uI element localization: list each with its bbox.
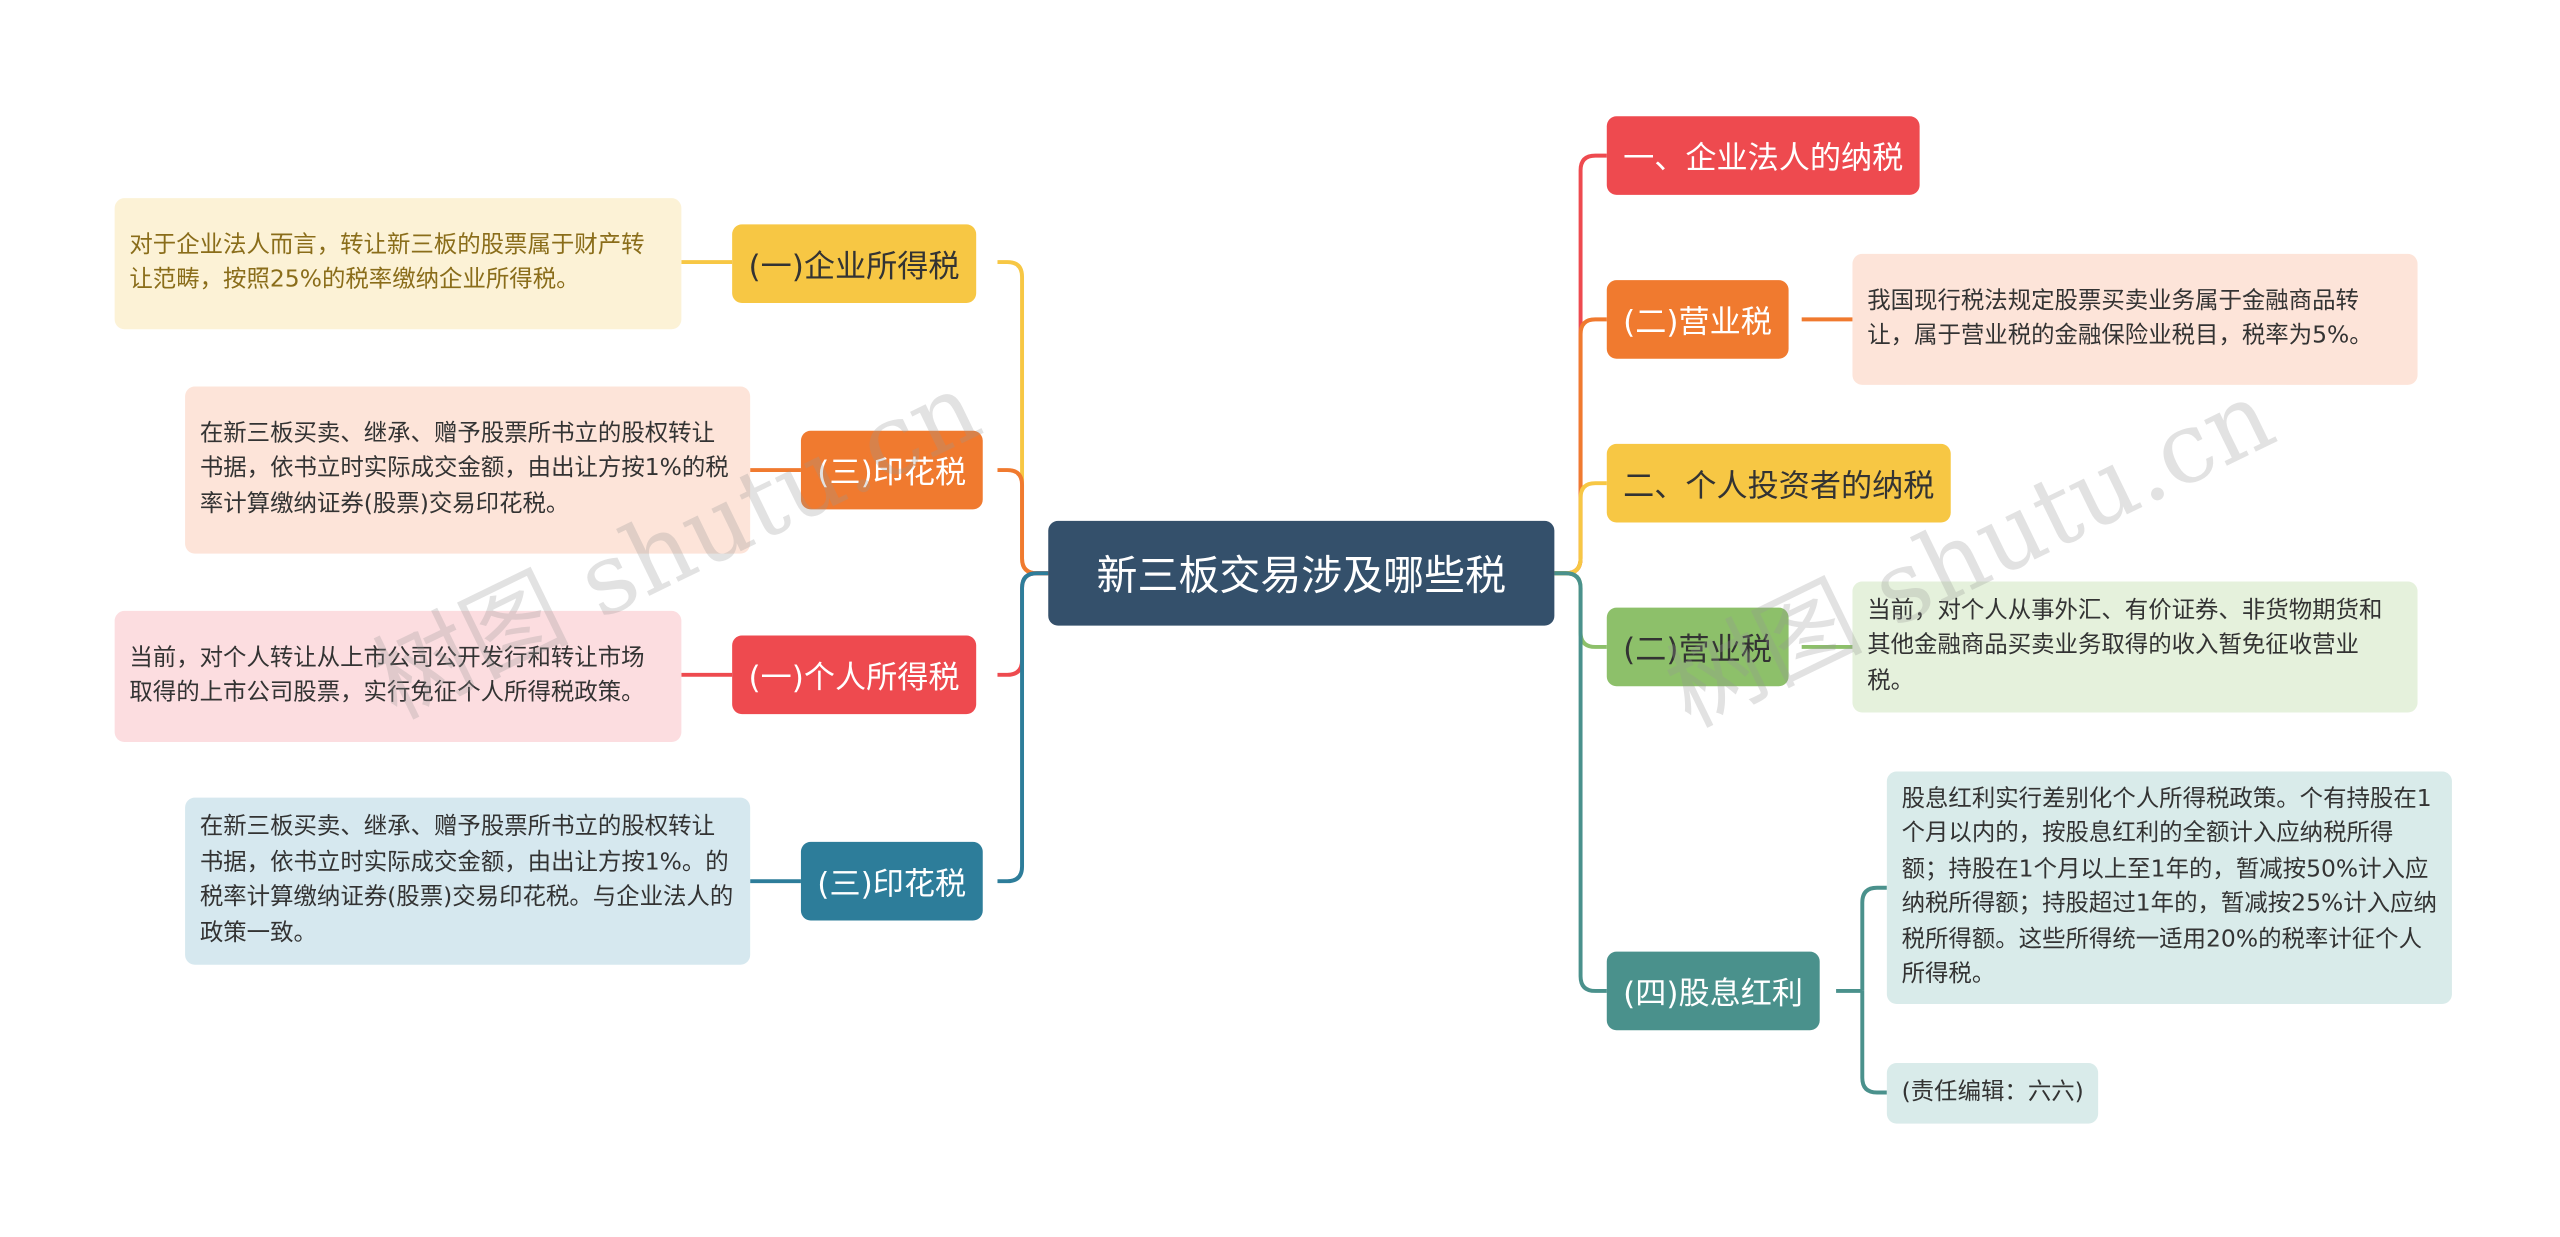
leaf-right-editor-note[interactable]: (责任编辑：六六) [1886,1062,2099,1124]
leaf-right-business-tax-2[interactable]: 当前，对个人从事外汇、有价证券、非货物期货和其他金融商品买卖业务取得的收入暂免征… [1852,581,2418,713]
branch-right-dividends[interactable]: (四)股息红利 [1606,951,1820,1031]
leaf-right-dividends-policy[interactable]: 股息红利实行差别化个人所得税政策。个有持股在1个月以内的，按股息红利的全额计入应… [1886,771,2452,1005]
branch-right-individual-taxation[interactable]: 二、个人投资者的纳税 [1606,443,1951,523]
leaf-right-business-tax-1[interactable]: 我国现行税法规定股票买卖业务属于金融商品转让，属于营业税的金融保险业税目，税率为… [1852,253,2418,385]
connector [1554,571,1607,993]
leaf-text: 当前，对个人从事外汇、有价证券、非货物期货和其他金融商品买卖业务取得的收入暂免征… [1867,597,2383,695]
leaf-text: 在新三板买卖、继承、赠予股票所书立的股权转让书据，依书立时实际成交金额，由出让方… [199,814,734,946]
connector [997,468,1049,576]
connector [1554,481,1607,576]
branch-left-personal-income-tax[interactable]: (一)个人所得税 [732,635,976,715]
leaf-text: 股息红利实行差别化个人所得税政策。个有持股在1个月以内的，按股息红利的全额计入应… [1901,785,2437,988]
branch-left-stamp-duty-2[interactable]: (三)印花税 [800,841,983,921]
leaf-text: 当前，对个人转让从上市公司公开发行和转让市场取得的上市公司股票，实行免征个人所得… [129,644,645,706]
leaf-left-stamp-duty-2[interactable]: 在新三板买卖、继承、赠予股票所书立的股权转让书据，依书立时实际成交金额，由出让方… [185,797,751,965]
leaf-text: 在新三板买卖、继承、赠予股票所书立的股权转让书据，依书立时实际成交金额，由出让方… [199,420,729,518]
leaf-left-stamp-duty-1[interactable]: 在新三板买卖、继承、赠予股票所书立的股权转让书据，依书立时实际成交金额，由出让方… [185,386,751,554]
branch-right-business-tax-1[interactable]: (二)营业税 [1606,280,1789,359]
connector [1860,990,1887,1095]
leaf-left-personal-income-tax[interactable]: 当前，对个人转让从上市公司公开发行和转让市场取得的上市公司股票，实行免征个人所得… [114,610,682,742]
leaf-text: 我国现行税法规定股票买卖业务属于金融商品转让，属于营业税的金融保险业税目，税率为… [1867,287,2373,349]
connector [1836,885,1887,993]
leaf-left-corporate-income-tax[interactable]: 对于企业法人而言，转让新三板的股票属于财产转让范畴，按照25%的税率缴纳企业所得… [114,198,682,330]
leaf-text: 对于企业法人而言，转让新三板的股票属于财产转让范畴，按照25%的税率缴纳企业所得… [129,231,645,294]
branch-left-corporate-income-tax[interactable]: (一)企业所得税 [732,224,976,304]
root-node[interactable]: 新三板交易涉及哪些税 [1048,520,1555,626]
branch-left-stamp-duty-1[interactable]: (三)印花税 [800,430,983,510]
branch-right-business-tax-2[interactable]: (二)营业税 [1606,607,1789,687]
leaf-text: (责任编辑：六六) [1901,1078,2084,1106]
branch-right-corporate-taxation[interactable]: 一、企业法人的纳税 [1606,116,1920,195]
connector [997,571,1049,884]
